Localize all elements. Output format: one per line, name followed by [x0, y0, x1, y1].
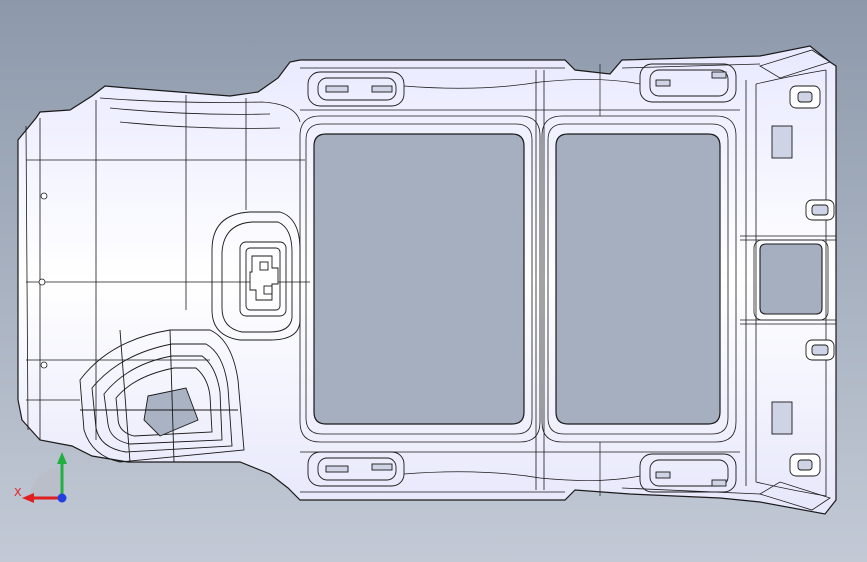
top-handle-recesses[interactable]	[307, 63, 737, 107]
bottom-handle-recesses[interactable]	[307, 451, 737, 493]
panel-inner-border	[25, 63, 827, 496]
sunroof-openings[interactable]	[299, 70, 737, 490]
y-axis-arrow	[57, 452, 67, 464]
left-grid-lines	[26, 95, 310, 440]
rear-left-recess[interactable]	[79, 329, 245, 463]
mount-holes-left	[38, 192, 48, 369]
x-axis-arrow	[22, 493, 34, 503]
triad-base	[30, 468, 60, 498]
z-axis-dot	[57, 493, 67, 503]
rear-clips[interactable]	[771, 85, 835, 477]
x-axis-label: X	[14, 486, 22, 499]
rear-sunroof-opening[interactable]	[555, 133, 721, 425]
orientation-triad: X	[14, 452, 67, 503]
panel-lines	[300, 64, 740, 496]
rear-center-opening[interactable]	[759, 243, 823, 315]
front-sunroof-opening[interactable]	[313, 133, 525, 425]
rear-center-opening-frame	[753, 239, 829, 321]
rear-corner-brackets	[759, 49, 831, 511]
